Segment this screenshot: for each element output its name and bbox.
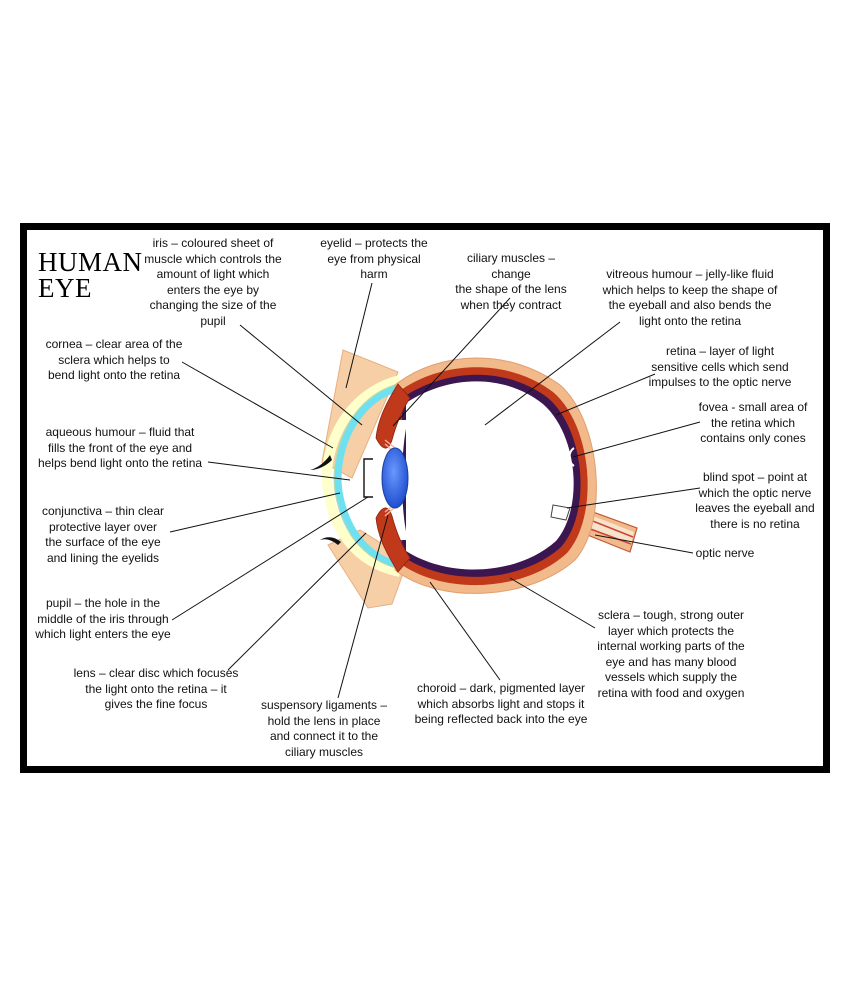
label-optic-nerve: optic nerve (695, 546, 755, 560)
cornea-outline (333, 383, 401, 570)
label-conjunctiva: conjunctiva – thin clear protective laye… (41, 504, 165, 565)
cornea (334, 384, 401, 570)
label-lens: lens – clear disc which focuses the ligh… (73, 666, 239, 711)
lens (381, 447, 409, 509)
label-cornea: cornea – clear area of the sclera which … (45, 337, 183, 382)
label-ciliary-muscles: ciliary muscles – change the shape of th… (455, 251, 567, 312)
pupil-bracket (363, 458, 373, 498)
iris-lower (375, 507, 411, 573)
lower-eyelash (320, 537, 341, 545)
label-retina: retina – layer of light sensitive cells … (648, 344, 792, 389)
label-aqueous-humour: aqueous humour – fluid that fills the fr… (37, 425, 203, 470)
label-vitreous-humour: vitreous humour – jelly-like fluid which… (602, 267, 778, 328)
label-eyelid: eyelid – protects the eye from physical … (320, 236, 428, 281)
leader-lines (169, 282, 701, 699)
label-fovea: fovea - small area of the retina which c… (698, 400, 808, 445)
diagram-title: HUMAN EYE (38, 247, 143, 303)
vitreous-humour (406, 381, 574, 570)
upper-eyelash (310, 455, 332, 470)
blind-spot (550, 504, 571, 521)
label-sclera: sclera – tough, strong outer layer which… (597, 608, 745, 700)
label-blind-spot: blind spot – point at which the optic ne… (695, 470, 815, 531)
fovea (568, 447, 575, 467)
label-choroid: choroid – dark, pigmented layer which ab… (414, 681, 588, 726)
iris-upper (375, 383, 411, 449)
label-iris: iris – coloured sheet of muscle which co… (144, 236, 282, 328)
label-suspensory-ligaments: suspensory ligaments – hold the lens in … (260, 698, 388, 759)
label-pupil: pupil – the hole in the middle of the ir… (35, 596, 171, 641)
